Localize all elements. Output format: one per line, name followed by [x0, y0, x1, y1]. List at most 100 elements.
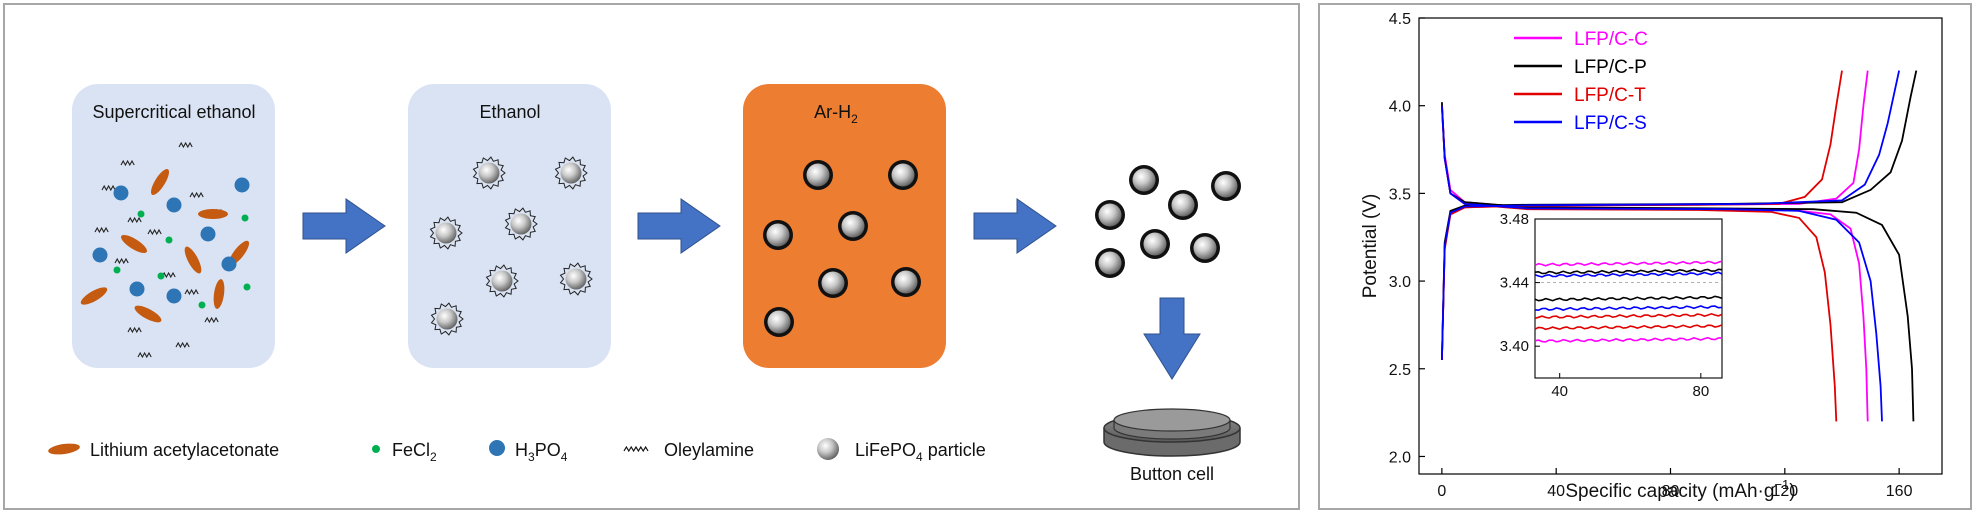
oleylamine-coating	[485, 264, 519, 298]
y-tick-label: 3.0	[1389, 274, 1411, 291]
oleylamine-coating	[429, 216, 463, 250]
fecl2	[165, 236, 173, 244]
annealed-particles	[763, 160, 921, 337]
step-supercritical-panel: Supercritical ethanol	[72, 84, 275, 368]
lifepo4-particle	[565, 268, 587, 290]
oleylamine-chain	[161, 271, 176, 279]
x-axis-ticks: 0 40 80 120 160	[1437, 468, 1913, 500]
h3po4	[221, 256, 237, 272]
oleylamine-icon	[623, 445, 649, 453]
x-tick-label: 40	[1547, 483, 1565, 500]
oleylamine-chain	[189, 191, 204, 199]
coated-particles	[429, 156, 593, 336]
inset-series-line	[1534, 268, 1723, 275]
fecl2	[243, 283, 251, 291]
y-tick-label: 4.0	[1389, 99, 1411, 116]
step-ethanol-panel: Ethanol	[408, 84, 611, 368]
lifepo4-particle	[821, 271, 845, 295]
oleylamine-chain	[147, 228, 162, 236]
lifepo4-particle	[1193, 236, 1217, 260]
oleylamine-chain	[127, 216, 142, 224]
inset-y-tick-label: 3.40	[1500, 338, 1529, 355]
button-cell-label: Button cell	[1130, 464, 1214, 484]
lifepo4-particle	[1143, 232, 1167, 256]
legend-h3po4-label: H3PO4	[515, 440, 568, 464]
legend-entry: LFP/C-T	[1574, 85, 1646, 106]
y-tick-label: 3.5	[1389, 186, 1411, 203]
lifepo4-particle	[767, 310, 791, 334]
plot-area	[1418, 17, 1943, 475]
x-tick-label: 120	[1771, 483, 1798, 500]
lithium-acetylacetonate	[134, 305, 162, 323]
oleylamine-coating	[430, 302, 464, 336]
oleylamine-chain	[184, 288, 199, 296]
oleylamine-chain	[101, 184, 116, 192]
y-tick-label: 4.5	[1389, 11, 1411, 28]
legend-lifepo4-label: LiFePO4 particle	[855, 440, 986, 464]
oleylamine-chain	[137, 351, 152, 359]
fecl2	[113, 266, 121, 274]
step-label-supercritical: Supercritical ethanol	[92, 102, 255, 122]
y-tick-label: 2.5	[1389, 362, 1411, 379]
legend-fecl2: FeCl2	[372, 440, 437, 464]
lifepo4-particle	[478, 162, 500, 184]
y-axis-ticks: 2.0 2.5 3.0 3.5 4.0 4.5	[1389, 11, 1425, 466]
h3po4	[200, 226, 216, 242]
inset-y-tick-label: 3.48	[1500, 211, 1529, 228]
button-cell-icon	[1103, 408, 1241, 457]
legend-h3po4: H3PO4	[489, 440, 568, 464]
lifepo4-particle	[560, 162, 582, 184]
legend-oleylamine: Oleylamine	[623, 440, 754, 460]
h3po4	[113, 185, 129, 201]
series-3-charge-curve	[1441, 70, 1900, 361]
lifepo4-particle	[1098, 203, 1122, 227]
lithium-acetylacetonate	[80, 287, 108, 305]
h3po4-icon	[489, 440, 505, 456]
series-3-discharge-curve	[1441, 105, 1883, 422]
legend-fecl2-label: FeCl2	[392, 440, 437, 464]
series-curves	[1441, 70, 1918, 422]
lithium-acetylacetonate	[121, 234, 147, 254]
x-tick-label: 160	[1886, 483, 1913, 500]
lifepo4-particle	[435, 222, 457, 244]
oleylamine-coating	[504, 207, 538, 241]
oleylamine-chain	[120, 159, 135, 167]
lifepo4-particle	[491, 270, 513, 292]
x-tick-label: 80	[1662, 483, 1680, 500]
fecl2-icon	[372, 445, 380, 453]
oleylamine-chain	[94, 226, 109, 234]
lifepo4-particle	[894, 270, 918, 294]
oleylamine-coating	[554, 156, 588, 190]
oleylamine-chain	[178, 141, 193, 149]
inset-x-tick-label: 40	[1551, 383, 1568, 400]
inset-series-line	[1534, 260, 1723, 267]
inset-series-line	[1534, 305, 1723, 312]
y-tick-label: 2.0	[1389, 449, 1411, 466]
precursor-mixture	[80, 141, 251, 359]
lifepo4-particle	[510, 213, 532, 235]
lifepo4-particle	[1214, 174, 1238, 198]
ethanol-box	[408, 84, 611, 368]
lifepo4-particle	[436, 308, 458, 330]
inset-series-line	[1534, 336, 1722, 343]
x-tick-label: 0	[1437, 483, 1446, 500]
inset-series-line	[1534, 312, 1723, 320]
oleylamine-chain	[204, 316, 219, 324]
inset-series-line	[1534, 271, 1723, 278]
legend-lithium-label: Lithium acetylacetonate	[90, 440, 279, 460]
lithium-acetylacetonate	[213, 279, 225, 309]
lifepo4-particle	[891, 163, 915, 187]
oleylamine-chain	[114, 257, 129, 265]
fecl2	[241, 214, 249, 222]
oleylamine-coating	[472, 156, 506, 190]
inset-x-tick-label: 80	[1692, 383, 1709, 400]
lifepo4-particle	[1098, 251, 1122, 275]
lifepo4-particle	[1132, 168, 1156, 192]
oleylamine-chain	[127, 326, 142, 334]
legend-entry: LFP/C-S	[1574, 113, 1647, 134]
step-label-arh2: Ar-H2	[814, 102, 858, 126]
arrow-down-icon	[1143, 297, 1201, 380]
